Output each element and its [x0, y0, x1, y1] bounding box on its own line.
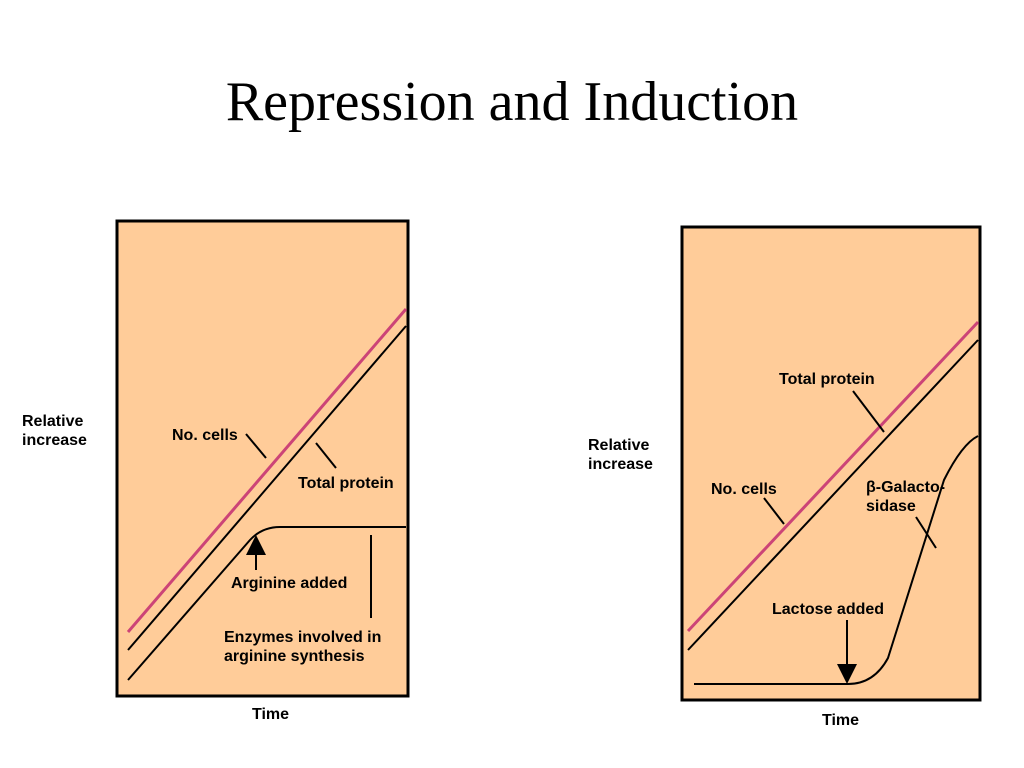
left-label-enzymes-line2: arginine synthesis	[224, 648, 365, 665]
right-label-galacto-line1: β-Galacto-	[866, 479, 945, 496]
left-xlabel: Time	[252, 706, 289, 723]
right-galactosidase-curve	[694, 435, 979, 685]
right-protein-line	[687, 339, 979, 651]
right-ylabel-line2: increase	[588, 456, 653, 473]
left-ylabel-line1: Relative	[22, 413, 83, 430]
left-panel-frame	[115, 219, 410, 698]
right-cells-leader	[763, 497, 785, 525]
left-label-protein: Total protein	[298, 475, 394, 492]
right-panel-frame	[680, 225, 982, 702]
left-protein-leader	[315, 442, 337, 469]
left-protein-line	[127, 325, 407, 651]
right-galacto-leader	[915, 516, 937, 549]
right-cells-line	[686, 320, 980, 633]
left-cells-leader	[245, 433, 267, 459]
right-label-galacto-line2: sidase	[866, 498, 916, 515]
right-protein-leader	[852, 390, 885, 433]
left-label-cells: No. cells	[172, 427, 238, 444]
left-panel: Relative increase Time No. cells Total p…	[22, 219, 410, 723]
right-ylabel-line1: Relative	[588, 437, 649, 454]
left-label-enzymes-line1: Enzymes involved in	[224, 629, 381, 646]
right-xlabel: Time	[822, 712, 859, 729]
right-label-added: Lactose added	[772, 601, 884, 618]
left-label-added: Arginine added	[231, 575, 347, 592]
left-cells-line	[126, 308, 408, 633]
right-label-cells: No. cells	[711, 481, 777, 498]
slide-title: Repression and Induction	[225, 71, 799, 133]
right-panel: Relative increase Time Total protein No.…	[588, 225, 982, 729]
left-ylabel-line2: increase	[22, 432, 87, 449]
right-label-protein: Total protein	[779, 371, 875, 388]
